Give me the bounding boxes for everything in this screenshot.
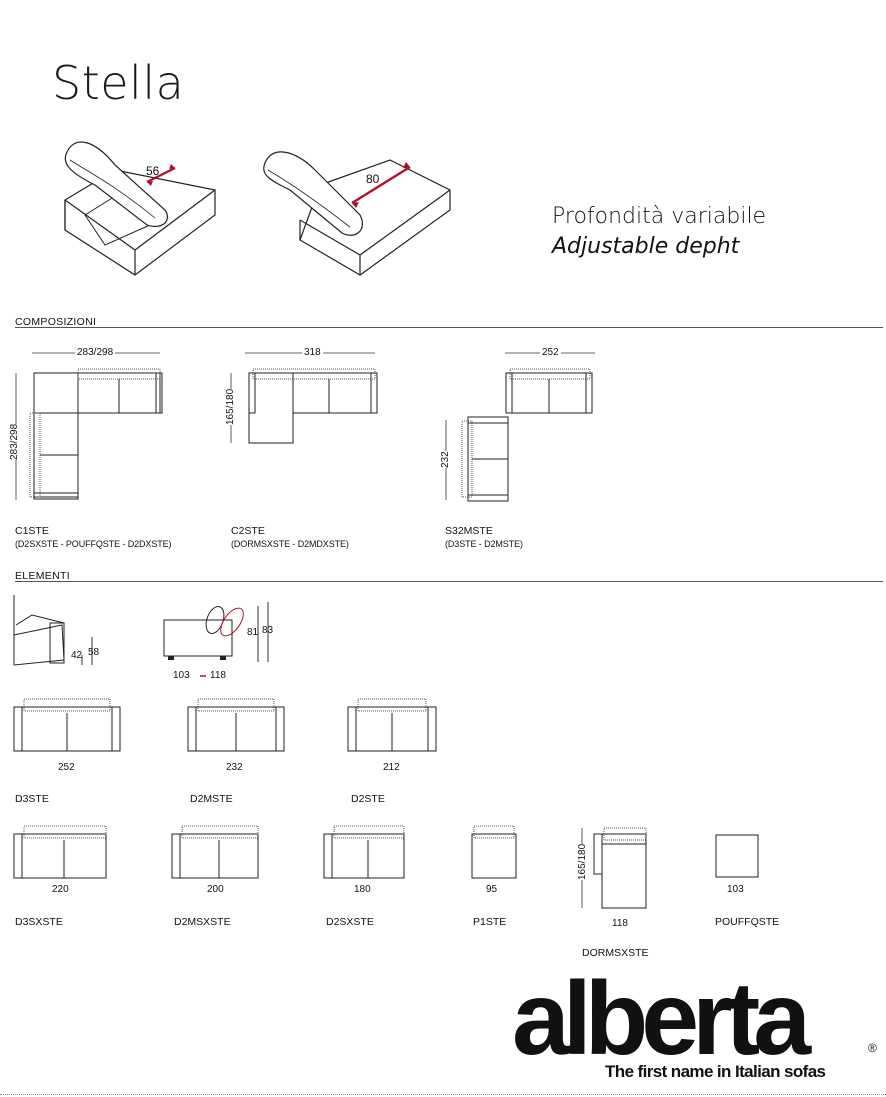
composition-code: C1STE [15,525,49,537]
dim-seat-height: 42 [71,650,83,661]
element-d3ste-plan [13,698,121,752]
dim-width: 318 [302,347,323,358]
composition-c2ste-plan [230,352,378,444]
composition-code: C2STE [231,525,265,537]
depth-label-min: 56 [146,164,160,178]
composition-parts: (D2SXSTE - POUFFQSTE - D2DXSTE) [15,539,172,549]
alberta-logo: alberta ® [512,961,882,1077]
dim-width: 95 [486,884,498,895]
element-dormsxste-plan [581,827,647,909]
element-code: DORMSXSTE [582,947,649,959]
element-d2sxste-plan [323,825,405,879]
section-elements: ELEMENTI [15,570,70,582]
element-code: D2MSTE [190,793,233,805]
alberta-logo-mark: alberta ® [512,961,877,1077]
dim-depth: 232 [440,451,451,468]
profile-back-recline [163,602,269,677]
dim-back-height-2: 83 [262,625,274,636]
composition-code: S32MSTE [445,525,493,537]
dim-back-height-1: 81 [247,627,259,638]
brand-tagline: The first name in Italian sofas [605,1062,826,1081]
dim-width: 283/298 [75,347,116,358]
element-d3sxste-plan [13,825,107,879]
element-code: D2STE [351,793,385,805]
dim-width: 252 [540,347,561,358]
depth-illustration-56 [64,141,216,276]
composition-parts: (DORMSXSTE - D2MDXSTE) [231,539,349,549]
profile-side-view [13,595,93,666]
svg-text:®: ® [868,1041,877,1055]
svg-text:alberta: alberta [512,961,812,1077]
feature-title-en: Adjustable depht [552,234,740,259]
element-p1ste-plan [471,825,517,879]
element-code: D3SXSTE [15,916,63,928]
element-code: P1STE [473,916,507,928]
divider [15,327,883,328]
dim-depth: 165/180 [225,388,236,425]
dim-depth-min: 103 [173,670,190,681]
page-title: Stella [52,56,185,110]
dim-width: 220 [52,884,69,895]
composition-s32mste-plan [445,352,595,502]
dim-total-height: 58 [88,647,100,658]
composition-parts: (D3STE - D2MSTE) [445,539,523,549]
element-code: D2MSXSTE [174,916,231,928]
dim-depth-max: 118 [210,670,226,681]
depth-label-max: 80 [366,172,380,186]
element-code: D2SXSTE [326,916,374,928]
element-d2mste-plan [187,698,285,752]
element-code: D3STE [15,793,49,805]
dim-width: 118 [612,918,628,929]
bottom-rule [0,1094,886,1095]
dim-width: 180 [354,884,371,895]
dim-width: 212 [383,762,400,773]
element-d2msxste-plan [171,825,259,879]
dim-depth: 283/298 [9,423,20,460]
composition-c1ste-plan [15,352,163,500]
dim-width: 200 [207,884,224,895]
element-pouffqste-plan [715,834,759,878]
dim-width: 252 [58,762,75,773]
section-compositions: COMPOSIZIONI [15,316,97,328]
element-d2ste-plan [347,698,437,752]
element-code: POUFFQSTE [715,916,780,928]
feature-title-it: Profondità variabile [552,204,767,229]
dim-depth: 165/180 [577,843,588,880]
dim-width: 232 [226,762,243,773]
divider [15,581,883,582]
dim-width: 103 [727,884,744,895]
depth-illustration-80 [263,151,451,276]
